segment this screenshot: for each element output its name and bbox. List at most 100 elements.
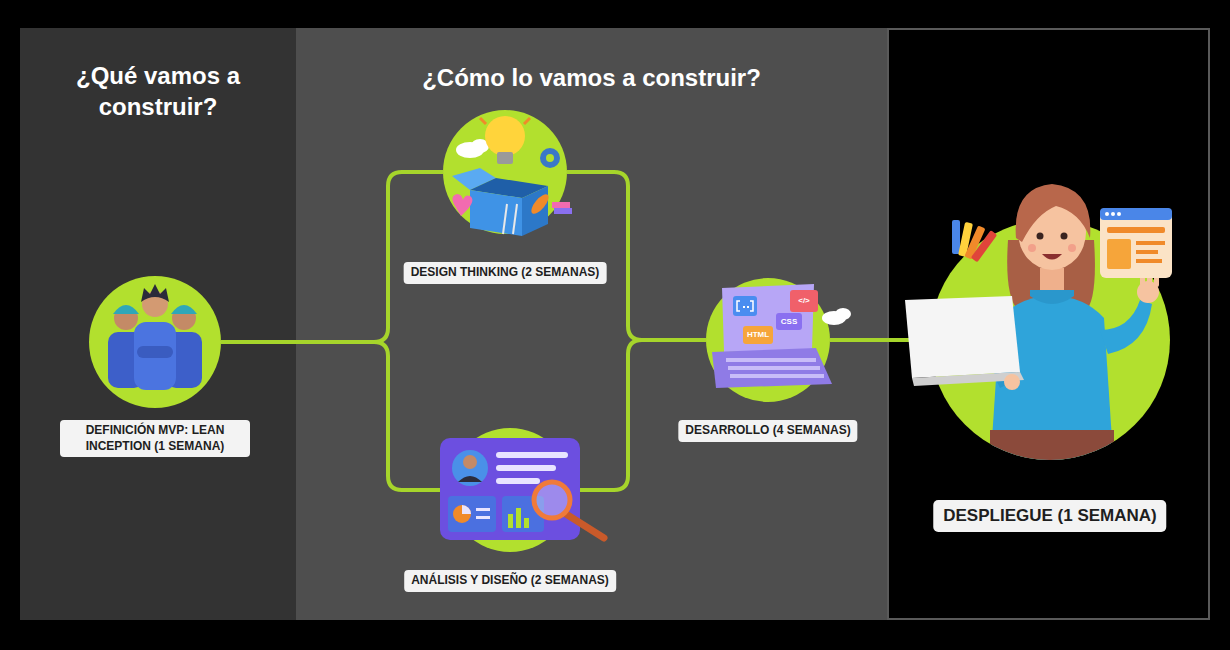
illustration-part bbox=[1100, 208, 1172, 220]
illustration-part bbox=[485, 116, 525, 156]
illustration-part bbox=[1068, 244, 1076, 252]
illustration-part bbox=[171, 305, 197, 314]
illustration-part bbox=[452, 450, 488, 486]
illustration-part bbox=[458, 476, 482, 482]
illustration-part bbox=[508, 514, 513, 528]
connector-line bbox=[567, 172, 706, 340]
illustration-part bbox=[1117, 212, 1121, 216]
code-tag: HTML bbox=[743, 326, 773, 344]
illustration-part bbox=[546, 154, 554, 162]
illustration-part bbox=[497, 152, 513, 164]
phase-circle: DESIGN THINKING (2 SEMANAS) bbox=[443, 110, 567, 234]
laptop-illustration bbox=[706, 278, 851, 402]
illustration-part bbox=[462, 505, 471, 514]
illustration-part bbox=[89, 276, 221, 408]
connector-line bbox=[221, 172, 443, 342]
illustration-part bbox=[1105, 212, 1109, 216]
illustration-part bbox=[1030, 290, 1074, 304]
illustration-part bbox=[528, 192, 551, 217]
presenter-illustration bbox=[905, 184, 1172, 470]
illustration-part bbox=[1016, 184, 1091, 242]
code-tag: </> bbox=[790, 290, 818, 312]
illustration-part bbox=[552, 202, 570, 208]
illustration-part bbox=[747, 306, 749, 308]
phase-circle: ANÁLISIS Y DISEÑO (2 SEMANAS) bbox=[448, 428, 572, 552]
illustration-part bbox=[905, 296, 1020, 378]
connector-line bbox=[221, 342, 448, 490]
illustration-part bbox=[733, 296, 757, 316]
illustration-part bbox=[524, 118, 530, 124]
illustration-part bbox=[448, 496, 496, 532]
illustration-part bbox=[114, 306, 138, 330]
illustration-part bbox=[1042, 254, 1062, 260]
illustration-part bbox=[137, 346, 173, 358]
illustration-part bbox=[480, 118, 486, 124]
illustration-part bbox=[1100, 208, 1172, 278]
illustration-part bbox=[476, 516, 490, 519]
phase-circle: DESARROLLO (4 SEMANAS) bbox=[706, 278, 830, 402]
phase-panel: ¿Cómo lo vamos a construir? DESIGN THINKI… bbox=[296, 28, 887, 620]
illustration-part bbox=[113, 305, 139, 314]
illustration-part bbox=[1107, 227, 1165, 233]
illustration-part bbox=[743, 306, 745, 308]
illustration-part bbox=[554, 208, 572, 214]
illustration-part bbox=[503, 204, 507, 234]
phase-label: DESPLIEGUE (1 SEMANA) bbox=[933, 500, 1166, 532]
illustration-part bbox=[141, 284, 169, 302]
illustration-part bbox=[737, 301, 753, 311]
phase-label: DESIGN THINKING (2 SEMANAS) bbox=[404, 262, 607, 284]
illustration-part bbox=[835, 308, 851, 320]
illustration-part bbox=[726, 358, 816, 362]
illustration-part bbox=[443, 110, 567, 234]
illustration-part bbox=[743, 326, 773, 344]
illustration-part bbox=[496, 452, 568, 458]
code-tag-holder: </> bbox=[790, 290, 818, 312]
illustration-part bbox=[1100, 300, 1152, 354]
illustration-part bbox=[452, 194, 472, 216]
illustration-part bbox=[730, 374, 824, 378]
illustration-part bbox=[134, 322, 176, 390]
illustration-part bbox=[540, 148, 560, 168]
illustration-part bbox=[1004, 374, 1020, 390]
illustration-part bbox=[524, 518, 529, 528]
team-illustration bbox=[89, 276, 221, 408]
illustration-part bbox=[952, 220, 960, 254]
ideas-illustration bbox=[443, 110, 572, 236]
phase-label: DESARROLLO (4 SEMANAS) bbox=[678, 420, 857, 442]
illustration-part bbox=[1061, 233, 1068, 240]
illustration-part bbox=[790, 290, 818, 312]
illustration-part bbox=[516, 508, 521, 528]
illustration-part bbox=[776, 313, 802, 330]
illustration-part bbox=[496, 478, 540, 484]
code-tag-holder: CSS bbox=[776, 313, 802, 330]
code-tag-holder: HTML bbox=[743, 326, 773, 344]
panel-heading: ¿Cómo lo vamos a construir? bbox=[312, 62, 872, 93]
illustration-part bbox=[470, 190, 522, 236]
analysis-illustration bbox=[440, 428, 604, 552]
illustration-part bbox=[1136, 250, 1158, 254]
illustration-part bbox=[728, 366, 820, 370]
illustration-part bbox=[476, 508, 490, 511]
phase-label: DEFINICIÓN MVP: LEAN INCEPTION (1 SEMANA… bbox=[60, 420, 250, 457]
panel-heading: ¿Qué vamos a construir? bbox=[38, 60, 278, 122]
illustration-part bbox=[453, 505, 471, 523]
phase-panel: ¿Qué vamos a construir? DEFINICIÓN MVP: L… bbox=[20, 28, 296, 620]
illustration-part bbox=[534, 482, 570, 518]
illustration-part bbox=[1111, 212, 1115, 216]
illustration-part bbox=[1136, 241, 1165, 245]
illustration-part bbox=[440, 438, 580, 540]
phase-circle: DEFINICIÓN MVP: LEAN INCEPTION (1 SEMANA… bbox=[89, 276, 221, 408]
illustration-part bbox=[172, 306, 196, 330]
illustration-part bbox=[990, 430, 1114, 470]
illustration-part bbox=[1028, 244, 1036, 252]
illustration-part bbox=[1136, 259, 1162, 263]
code-tag: CSS bbox=[776, 313, 802, 330]
illustration-part bbox=[513, 204, 517, 234]
illustration-part bbox=[971, 230, 997, 262]
illustration-part bbox=[496, 465, 556, 471]
illustration-part bbox=[1037, 233, 1044, 240]
connector-line bbox=[572, 340, 706, 490]
